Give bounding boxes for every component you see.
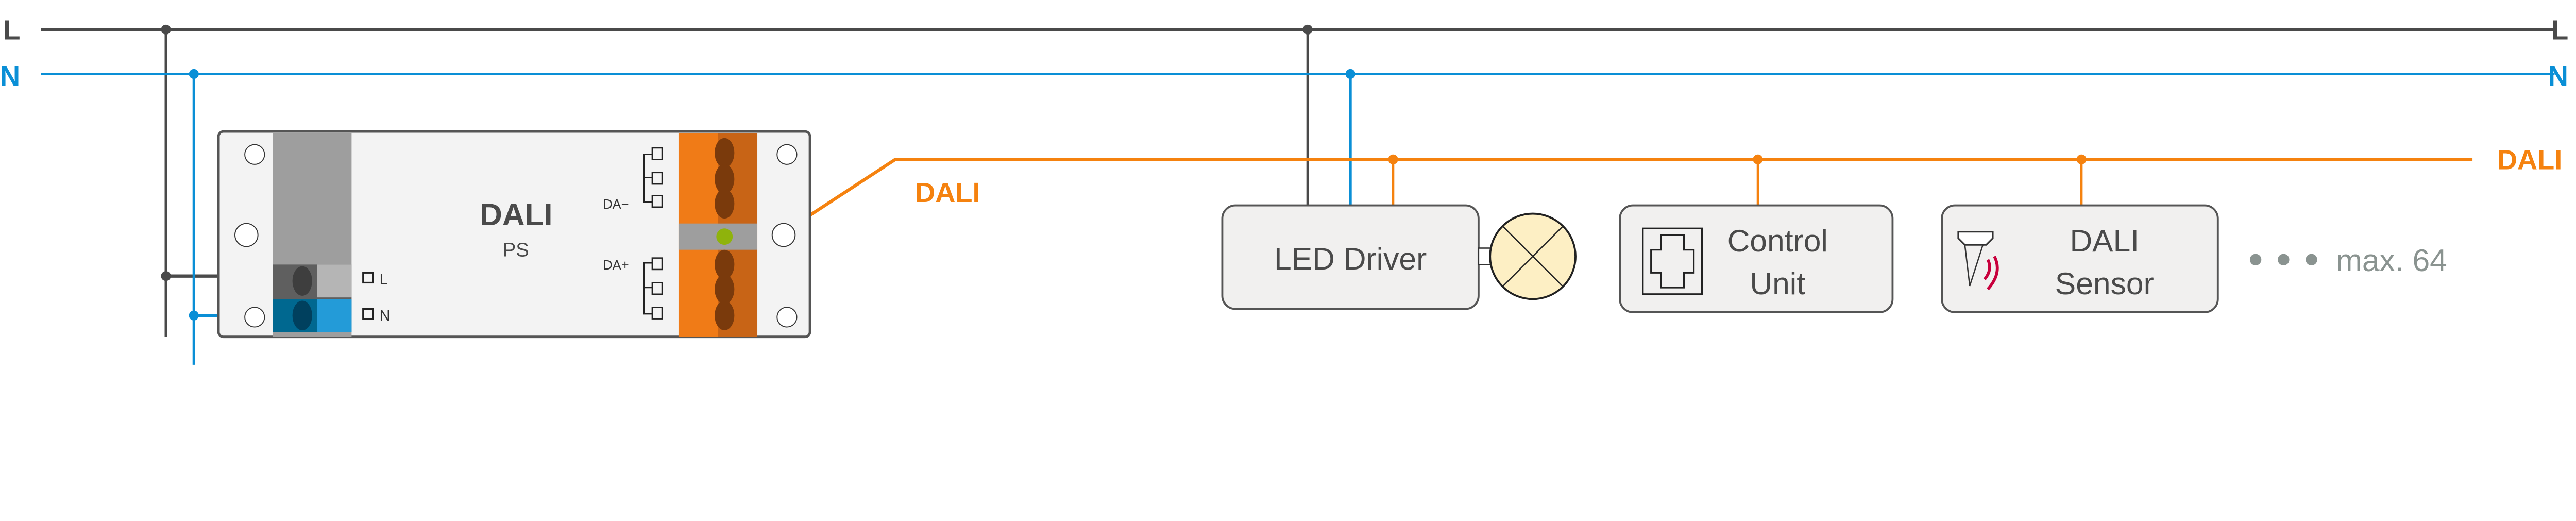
n-label-right: N bbox=[2548, 61, 2568, 92]
dali-power-supply: DALI PS L N DA− DA+ bbox=[217, 130, 811, 339]
l-label-left: L bbox=[3, 15, 20, 46]
control-unit-label-line1: Control bbox=[1727, 223, 1828, 258]
sensor-icon bbox=[1957, 231, 1999, 291]
ellipsis-icon bbox=[2249, 254, 2317, 265]
ps-title: DALI bbox=[480, 197, 552, 232]
max-devices-label: max. 64 bbox=[2336, 243, 2447, 278]
led-driver: LED Driver bbox=[1221, 204, 1577, 310]
dali-label-left: DALI bbox=[915, 177, 980, 208]
sensor-label-line1: DALI bbox=[2070, 223, 2139, 258]
l-label-right: L bbox=[2551, 15, 2568, 46]
lamp-icon bbox=[1489, 212, 1577, 300]
sensor-label-line2: Sensor bbox=[2055, 266, 2154, 301]
led-driver-label: LED Driver bbox=[1274, 241, 1427, 276]
more-devices: max. 64 bbox=[2249, 243, 2447, 278]
terminal-l-label: L bbox=[380, 272, 388, 288]
n-label-left: N bbox=[0, 61, 20, 92]
dali-wiring-diagram: L L N N DALI DALI bbox=[0, 15, 2568, 365]
da-minus-label: DA− bbox=[603, 197, 629, 212]
dali-bus: DALI DALI bbox=[771, 144, 2562, 242]
control-unit-icon bbox=[1642, 227, 1703, 295]
n-line: N N bbox=[0, 61, 2568, 365]
control-unit: Control Unit bbox=[1619, 204, 1894, 313]
dali-sensor: DALI Sensor bbox=[1941, 204, 2219, 313]
da-plus-label: DA+ bbox=[603, 258, 629, 273]
control-unit-label-line2: Unit bbox=[1750, 266, 1805, 301]
terminal-n-label: N bbox=[380, 308, 391, 324]
status-led-icon bbox=[716, 228, 733, 245]
dali-label-right: DALI bbox=[2497, 144, 2562, 175]
ps-subtitle: PS bbox=[503, 239, 529, 261]
